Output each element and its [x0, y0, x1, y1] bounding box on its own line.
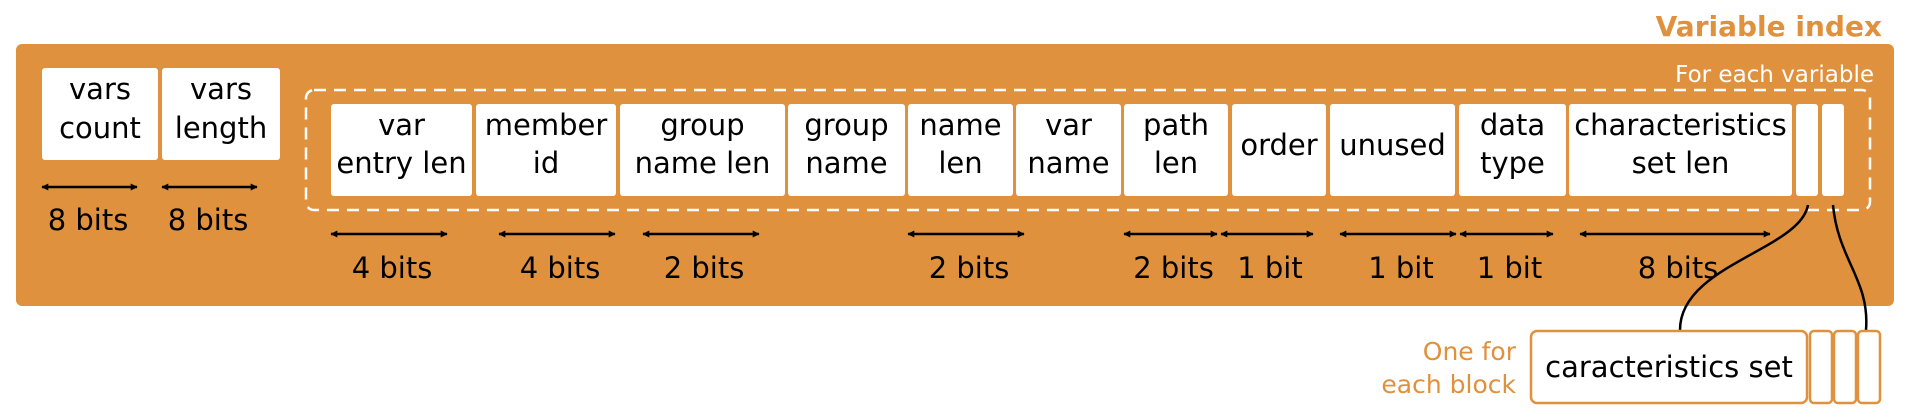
characteristics-set-slot [1832, 329, 1858, 405]
per-block-label-line: One for [1423, 337, 1517, 366]
field-label-line: name [1027, 146, 1109, 180]
field-label-line: member [485, 108, 608, 142]
field-box [1330, 104, 1455, 196]
field-label-line: group [660, 108, 744, 142]
field-label-line: var [1045, 108, 1092, 142]
field-box [908, 104, 1013, 196]
field-label-line: name [919, 108, 1001, 142]
characteristics-set-label: caracteristics set [1545, 350, 1793, 384]
field-group-name-len: group name len [620, 104, 785, 196]
characteristics-set-slot [1856, 329, 1882, 405]
characteristics-set-box [1529, 329, 1809, 405]
field-label-line: length [175, 111, 267, 145]
field-label-line: len [938, 146, 982, 180]
field-label-line: group [804, 108, 888, 142]
variable-field-sizes: 4 bits 4 bits 2 bits 2 bits 2 bits 1 bit 1 bit… [330, 230, 1771, 285]
size-label: 4 bits [520, 251, 601, 285]
field-vars-length: vars length [162, 68, 280, 160]
field-group-name: group name [788, 104, 905, 196]
field-box [1124, 104, 1228, 196]
field-order: order [1232, 104, 1326, 196]
characteristics-slot-1 [1796, 104, 1818, 196]
field-label-line: count [59, 111, 141, 145]
field-label-line: data [1480, 108, 1545, 142]
field-label-line: type [1480, 146, 1545, 180]
field-member-id: member id [476, 104, 616, 196]
field-label-line: path [1143, 108, 1209, 142]
field-box [1016, 104, 1121, 196]
size-label: 2 bits [664, 251, 745, 285]
field-var-entry-len: var entry len [331, 104, 472, 196]
field-label-line: vars [69, 72, 131, 106]
field-box [331, 104, 472, 196]
field-label-line: len [1154, 146, 1198, 180]
characteristics-set-slot [1808, 329, 1834, 405]
field-label-line: var [378, 108, 425, 142]
field-box [1459, 104, 1566, 196]
size-label: 8 bits [168, 203, 249, 237]
connector-curve [1831, 204, 1868, 331]
size-label: 1 bit [1477, 251, 1543, 285]
field-box [788, 104, 905, 196]
size-label: 2 bits [929, 251, 1010, 285]
connector-curve [1678, 204, 1810, 331]
field-label-line: vars [190, 72, 252, 106]
size-label: 1 bit [1237, 251, 1303, 285]
per-variable-loop-region [304, 88, 1872, 212]
field-label-line: id [533, 146, 559, 180]
field-label-line: characteristics [1574, 108, 1787, 142]
field-data-type: data type [1459, 104, 1566, 196]
field-characteristics-set-len: characteristics set len [1569, 104, 1792, 196]
field-box [1569, 104, 1792, 196]
per-block-label-line: each block [1381, 370, 1516, 399]
field-unused: unused [1330, 104, 1455, 196]
size-label: 2 bits [1133, 251, 1214, 285]
field-label-line: set len [1632, 146, 1730, 180]
size-label: 1 bit [1368, 251, 1434, 285]
characteristics-set-row: caracteristics set [1529, 329, 1882, 405]
per-variable-loop-label: For each variable [1675, 62, 1874, 88]
size-label: 8 bits [48, 203, 129, 237]
field-label-line: unused [1339, 128, 1446, 162]
field-label-line: entry len [336, 146, 466, 180]
size-label: 8 bits [1638, 251, 1719, 285]
field-label-line: name len [635, 146, 771, 180]
field-var-name: var name [1016, 104, 1121, 196]
field-box [476, 104, 616, 196]
field-label-line: order [1240, 128, 1317, 162]
field-vars-count: vars count [42, 68, 158, 160]
field-box [1232, 104, 1326, 196]
field-name-len: name len [908, 104, 1013, 196]
header-fields: vars count vars length 8 bits 8 bits [41, 68, 280, 237]
field-box [620, 104, 785, 196]
characteristics-slot-2 [1822, 104, 1844, 196]
size-label: 4 bits [352, 251, 433, 285]
diagram-title: Variable index [1656, 10, 1882, 43]
field-path-len: path len [1124, 104, 1228, 196]
field-label-line: name [805, 146, 887, 180]
